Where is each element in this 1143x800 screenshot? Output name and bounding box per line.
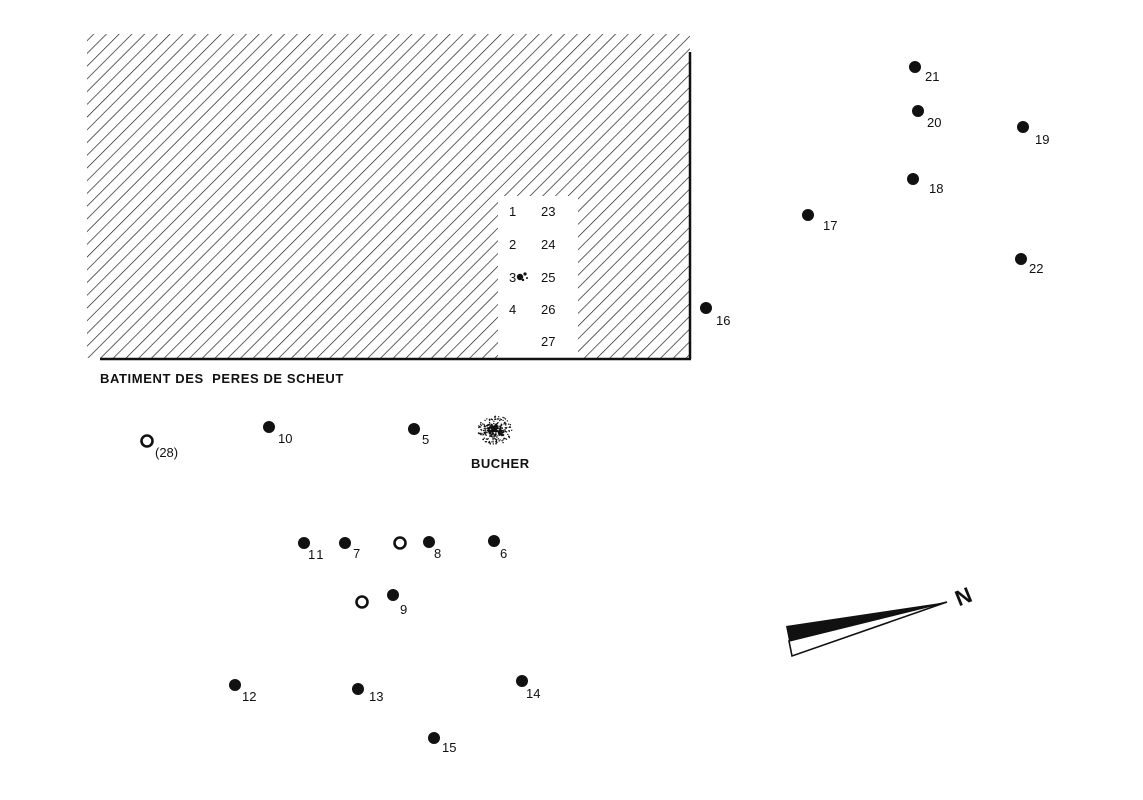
open-circle-marker [140, 434, 154, 448]
filled-circle-marker [488, 535, 500, 547]
site-point-11: 11 [298, 537, 326, 562]
open-circle-marker [355, 595, 369, 609]
cell-label-27: 27 [541, 334, 555, 349]
open-circle-marker [393, 536, 407, 550]
site-point-19: 19 [1017, 121, 1049, 147]
cell-label-25: 25 [541, 270, 555, 285]
site-point-28: (28) [140, 434, 178, 460]
filled-circle-marker [263, 421, 275, 433]
filled-circle-marker [1017, 121, 1029, 133]
bucher-stipple-icon [477, 415, 513, 445]
site-point-18: 18 [907, 173, 943, 196]
site-point-label: 18 [929, 181, 943, 196]
site-point-14: 14 [516, 675, 540, 701]
bucher-label: BUCHER [471, 456, 530, 471]
filled-circle-marker [428, 732, 440, 744]
site-point-20: 20 [912, 105, 941, 130]
filled-circle-marker [907, 173, 919, 185]
cell-label-26: 26 [541, 302, 555, 317]
site-point-label: 9 [400, 602, 407, 617]
building-hatch [87, 34, 690, 358]
site-point-label: 6 [500, 546, 507, 561]
site-point-7: 7 [339, 537, 360, 561]
cell-label-4: 4 [509, 302, 516, 317]
building-label: BATIMENT DES PERES DE SCHEUT [100, 371, 344, 386]
filled-circle-marker [229, 679, 241, 691]
site-point-label: 10 [278, 431, 292, 446]
site-point-label: 11 [308, 547, 326, 562]
site-point-13: 13 [352, 683, 383, 704]
filled-circle-marker [516, 675, 528, 687]
site-point-22: 22 [1015, 253, 1043, 276]
site-point-label: 17 [823, 218, 837, 233]
filled-circle-marker [909, 61, 921, 73]
cell-label-3: 3 [509, 270, 516, 285]
filled-circle-marker [408, 423, 420, 435]
filled-circle-marker [298, 537, 310, 549]
cell-label-24: 24 [541, 237, 555, 252]
site-point-6: 6 [488, 535, 507, 561]
burnt-mark-icon [516, 272, 528, 282]
site-point-16: 16 [700, 302, 730, 328]
filled-circle-marker [802, 209, 814, 221]
filled-circle-marker [387, 589, 399, 601]
site-point-unlabeled-8 [355, 595, 369, 609]
site-point-12: 12 [229, 679, 256, 704]
bucher: BUCHER [471, 415, 530, 471]
building: 1 2 3 4 23 24 25 26 27 BATIMENT DES PERE… [87, 34, 692, 386]
site-point-label: 16 [716, 313, 730, 328]
site-point-label: 19 [1035, 132, 1049, 147]
site-point-label: 21 [925, 69, 939, 84]
site-point-label: 12 [242, 689, 256, 704]
site-point-label: 7 [353, 546, 360, 561]
filled-circle-marker [423, 536, 435, 548]
filled-circle-marker [339, 537, 351, 549]
filled-circle-marker [912, 105, 924, 117]
site-point-21: 21 [909, 61, 939, 84]
site-point-unlabeled-5 [393, 536, 407, 550]
site-point-label: 5 [422, 432, 429, 447]
filled-circle-marker [1015, 253, 1027, 265]
filled-circle-marker [700, 302, 712, 314]
site-point-label: 20 [927, 115, 941, 130]
site-point-label: 15 [442, 740, 456, 755]
site-point-5: 5 [408, 423, 429, 447]
site-point-15: 15 [428, 732, 456, 755]
filled-circle-marker [352, 683, 364, 695]
building-cell-box [498, 196, 578, 358]
site-point-8: 8 [423, 536, 441, 561]
north-arrow-light-half [788, 601, 948, 658]
cell-label-1: 1 [509, 204, 516, 219]
site-point-label: 22 [1029, 261, 1043, 276]
site-point-label: 13 [369, 689, 383, 704]
site-point-10: 10 [263, 421, 292, 446]
cell-label-2: 2 [509, 237, 516, 252]
site-point-17: 17 [802, 209, 837, 233]
site-point-label: 14 [526, 686, 540, 701]
site-point-label: 8 [434, 546, 441, 561]
site-point-label: (28) [155, 445, 178, 460]
north-arrow: N [786, 582, 975, 658]
cell-label-23: 23 [541, 204, 555, 219]
north-arrow-label: N [951, 582, 975, 611]
site-point-9: 9 [387, 589, 407, 617]
